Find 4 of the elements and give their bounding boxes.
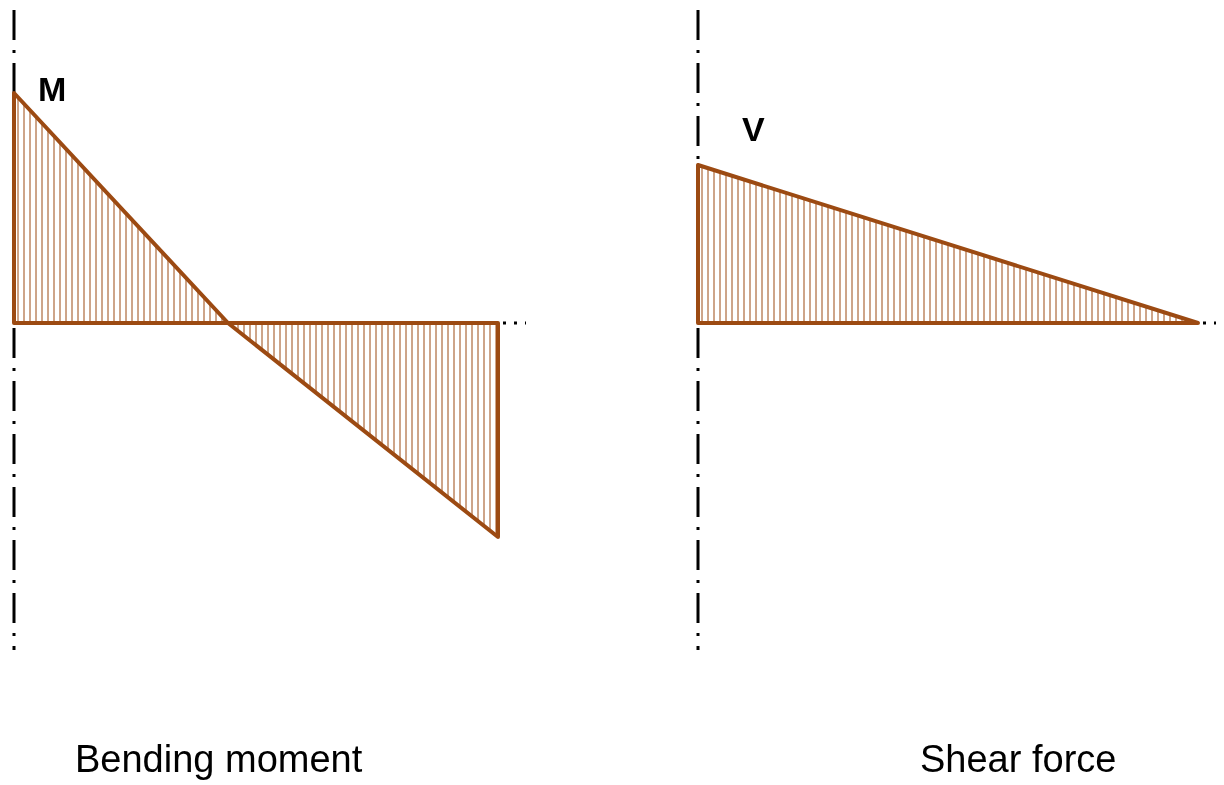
axis-label: V — [742, 112, 765, 146]
diagram-caption: Shear force — [920, 740, 1117, 778]
axis-label: M — [38, 72, 67, 106]
diagram-caption: Bending moment — [75, 740, 363, 778]
